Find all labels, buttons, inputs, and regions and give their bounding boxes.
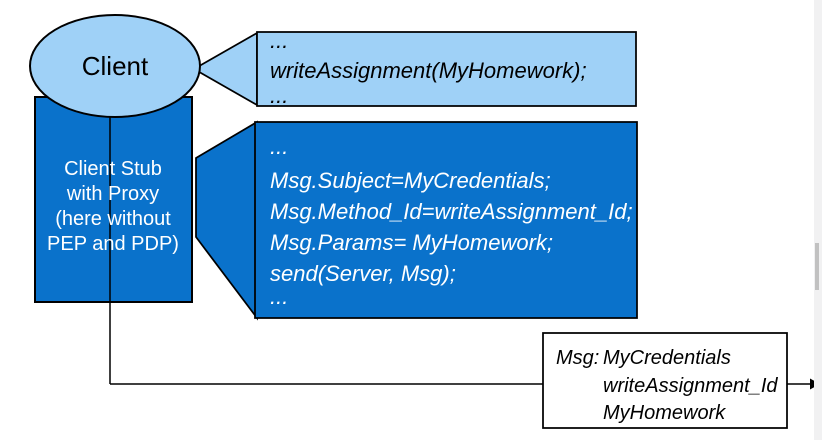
stub-code-line: ... [270,284,288,309]
client-label: Client [82,51,149,81]
client-stub-label-line: (here without [55,208,171,230]
client-code-callout: ... writeAssignment(MyHomework); ... [256,28,637,108]
client-stub-box [34,96,193,303]
client-stub [34,96,193,303]
scrollbar-track[interactable] [814,0,822,440]
message-box-frame [542,332,788,429]
client-stub-label: Client Stub with Proxy (here without PEP… [47,158,179,255]
stub-code-callout-box [254,121,638,319]
client-code-callout-pointer [192,31,258,107]
stub-code-line: ... [270,134,288,159]
client-code-line: ... [270,83,288,108]
stub-code-line: Msg.Subject=MyCredentials; [270,168,551,193]
client-code-line: ... [270,28,288,53]
client-stub-label-line: PEP and PDP) [47,233,179,255]
message-box-value: MyHomework [603,402,726,424]
stub-code-callout-pointer [195,120,258,321]
stub-code-line: Msg.Params= MyHomework; [270,230,553,255]
message-box-label: Msg: [556,347,599,369]
client-node: Client [29,14,201,118]
client-code-line: writeAssignment(MyHomework); [270,58,587,83]
client-stub-label-line: Client Stub [64,158,162,180]
scrollbar[interactable] [814,0,822,440]
client-stub-label-line: with Proxy [66,183,159,205]
scrollbar-thumb[interactable] [815,243,819,290]
stub-code-line: send(Server, Msg); [270,261,456,286]
client-code-callout-box [256,31,637,107]
message-box-value: MyCredentials [603,347,731,369]
client-ellipse [29,14,201,118]
stub-code-line: Msg.Method_Id=writeAssignment_Id; [270,199,633,224]
message-box-value: writeAssignment_Id [603,375,778,397]
stub-code-callout: ... Msg.Subject=MyCredentials; Msg.Metho… [254,121,638,319]
message-box: Msg: MyCredentials writeAssignment_Id My… [542,332,788,429]
